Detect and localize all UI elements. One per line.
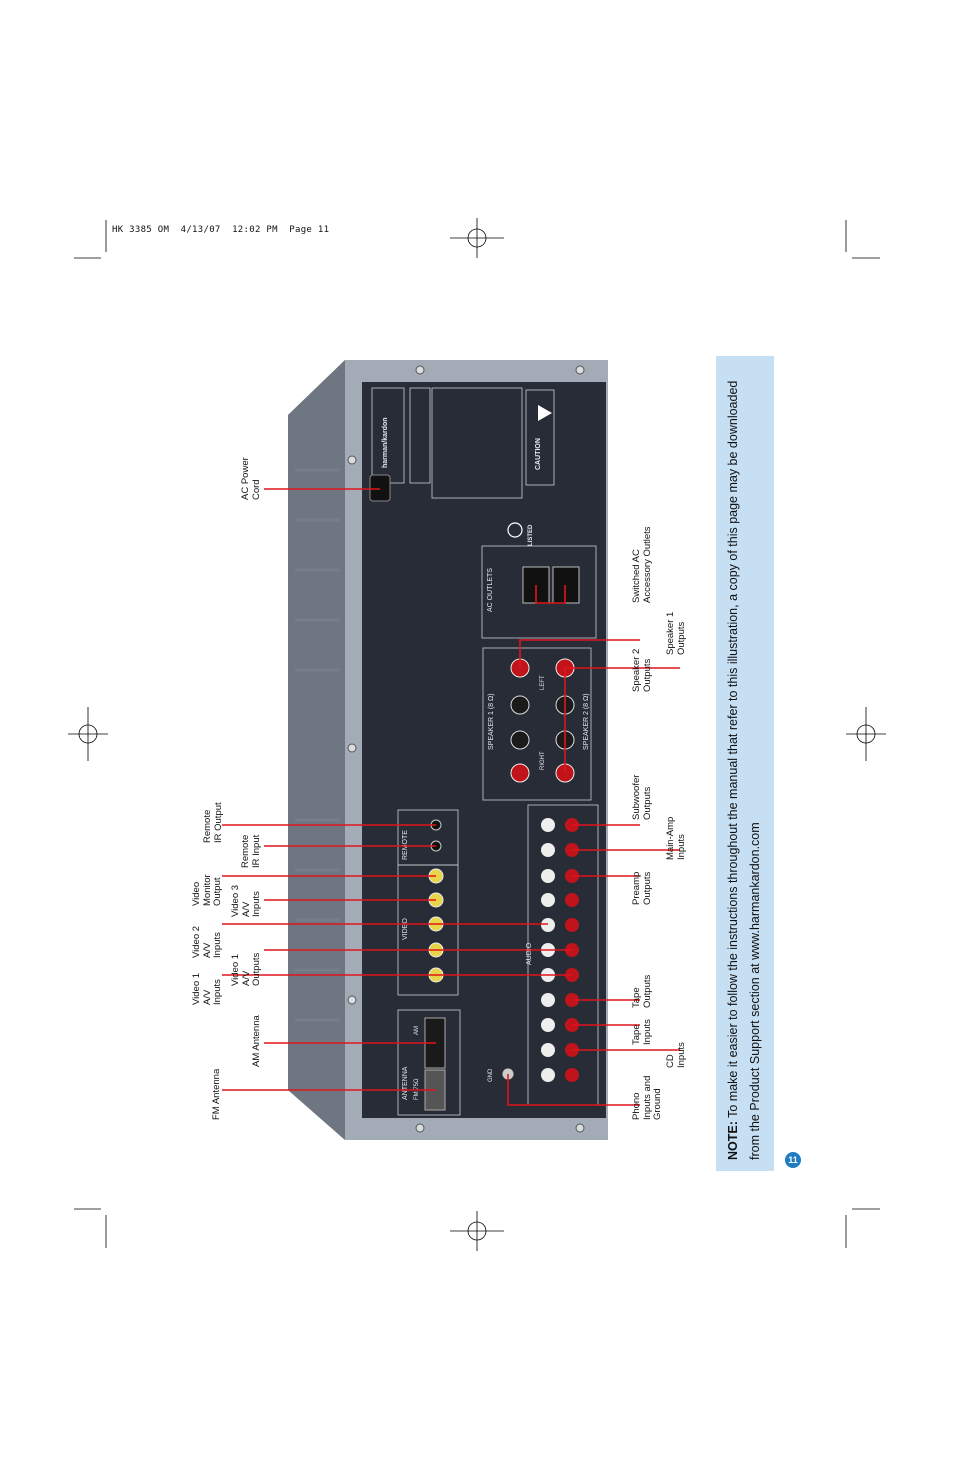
callout-subwoofer-outputs: Subwoofer Outputs xyxy=(631,774,653,820)
callout-switched-ac-outlets: Switched AC Accessory Outlets xyxy=(631,526,653,603)
fm-label: FM 75Ω xyxy=(414,1078,420,1100)
caution-label xyxy=(525,389,555,486)
gnd-label: GND xyxy=(488,1068,494,1082)
note-body: To make it easier to follow the instruct… xyxy=(726,380,762,1160)
leader-lines xyxy=(222,488,680,1106)
antenna-box xyxy=(397,1009,461,1116)
speaker1-box xyxy=(482,647,592,801)
callout-video2-inputs: Video 2 A/V Inputs xyxy=(191,925,223,958)
callout-video3-inputs: Video 3 A/V Inputs xyxy=(230,884,262,917)
ul-listed-icon xyxy=(507,522,523,538)
speaker1-right-pos xyxy=(510,763,530,783)
note-text: NOTE: To make it easier to follow the in… xyxy=(722,380,766,1160)
speaker1-label: SPEAKER 1 (8 Ω) xyxy=(488,693,495,750)
page-number-badge: 11 xyxy=(785,1152,801,1168)
callout-main-amp-inputs: Main-Amp Inputs xyxy=(665,816,687,860)
callout-fm-antenna: FM Antenna xyxy=(211,1068,222,1120)
callout-ac-power: AC Power Cord xyxy=(240,457,262,500)
callout-remote-ir-input: Remote IR Input xyxy=(240,834,262,868)
callout-preamp-outputs: Preamp Outputs xyxy=(631,871,653,905)
antenna-label: ANTENNA xyxy=(402,1066,409,1100)
rear-panel xyxy=(362,382,606,1118)
screw xyxy=(347,743,357,753)
brand-label: harman/kardon xyxy=(382,417,389,468)
speaker-left-label: LEFT xyxy=(540,675,546,690)
ac-outlets-box xyxy=(481,545,597,639)
callout-phono-inputs-ground: Phono Inputs and Ground xyxy=(631,1075,663,1120)
audio-label: AUDIO xyxy=(526,942,533,965)
callout-speaker2-outputs: Speaker 2 Outputs xyxy=(631,648,653,692)
callout-am-antenna: AM Antenna xyxy=(251,1015,262,1067)
speaker2-label: SPEAKER 2 (8 Ω) xyxy=(583,693,590,750)
screw xyxy=(575,365,585,375)
screw xyxy=(415,365,425,375)
callout-remote-ir-output: Remote IR Output xyxy=(202,802,224,843)
screw xyxy=(575,1123,585,1133)
note-band xyxy=(716,356,774,1171)
callout-cd-inputs: CD Inputs xyxy=(665,1042,687,1068)
slug-line: HK 3385 OM 4/13/07 12:02 PM Page 11 xyxy=(112,225,330,235)
callout-tape-outputs: Tape Outputs xyxy=(631,974,653,1008)
fcc-label xyxy=(431,387,523,499)
registration-mark-right xyxy=(846,707,886,761)
ac-power-cord-socket xyxy=(369,474,391,502)
callout-tape-inputs: Tape Inputs xyxy=(631,1019,653,1045)
note-label: NOTE: xyxy=(726,1121,740,1160)
registration-mark-left xyxy=(68,707,108,761)
caution-text: CAUTION xyxy=(535,438,542,470)
screw xyxy=(415,1123,425,1133)
registration-mark-bottom xyxy=(450,1211,504,1251)
screw xyxy=(347,455,357,465)
callout-video1-inputs: Video 1 A/V Inputs xyxy=(191,972,223,1005)
speaker-right-label: RIGHT xyxy=(540,751,546,770)
leader-speaker2 xyxy=(519,639,640,668)
remote-label: REMOTE xyxy=(402,830,409,860)
ac-outlets-label: AC OUTLETS xyxy=(487,568,494,612)
audio-jacks-white xyxy=(541,818,555,1082)
registration-mark-top xyxy=(450,218,504,258)
screw xyxy=(347,995,357,1005)
callout-video1-outputs: Video 1 A/V Outputs xyxy=(230,952,262,986)
warning-triangle-icon xyxy=(538,405,552,421)
video-box xyxy=(397,864,459,996)
leader-speaker1 xyxy=(564,667,680,773)
speaker1-left-neg xyxy=(510,695,530,715)
video-label: VIDEO xyxy=(402,918,409,940)
am-label: AM xyxy=(414,1026,420,1035)
callout-video-monitor-output: Video Monitor Output xyxy=(191,874,223,906)
leader-switched-ac xyxy=(535,585,566,604)
leader-phono xyxy=(507,1074,640,1106)
listed-label: LISTED xyxy=(528,524,534,546)
serial-label xyxy=(409,387,431,484)
callout-speaker1-outputs: Speaker 1 Outputs xyxy=(665,611,687,655)
speaker1-right-neg xyxy=(510,730,530,750)
ac-outlet-2 xyxy=(552,566,580,604)
